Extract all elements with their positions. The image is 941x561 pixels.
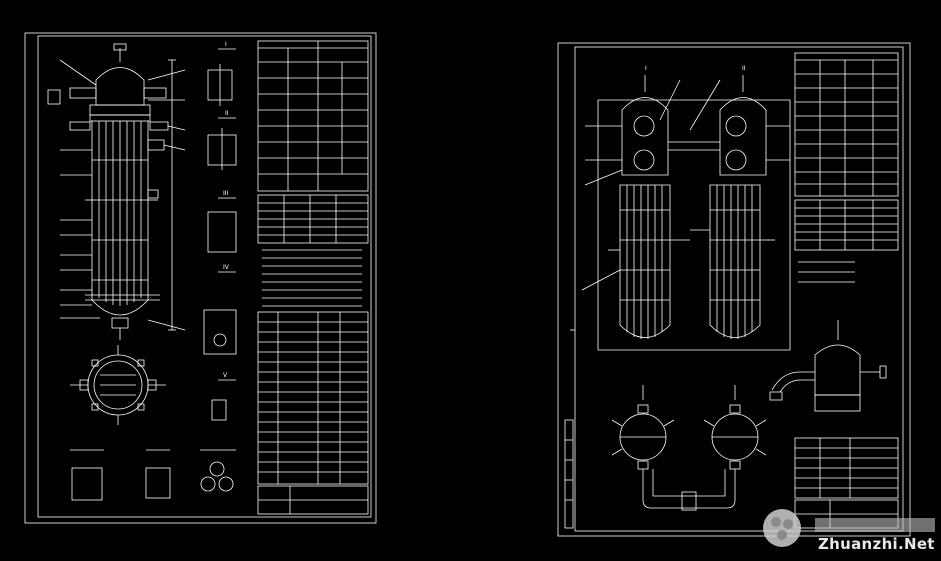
left-sheet-outer-frame xyxy=(24,32,377,524)
right-sheet-outer-frame xyxy=(557,42,911,537)
left-plan-view xyxy=(70,345,166,425)
watermark-text: Zhuanzhi.Net xyxy=(818,535,935,553)
right-spec-tables xyxy=(564,52,899,529)
left-vertical-exchanger xyxy=(47,43,186,340)
section-label-4: IV xyxy=(223,264,230,271)
right-sheet-inner-frame xyxy=(574,46,904,532)
right-bottom-heads xyxy=(611,385,767,511)
section-label-3: III xyxy=(223,190,229,197)
vessel-label-2: II xyxy=(742,65,746,72)
right-drawing-sheet xyxy=(557,42,911,537)
left-sheet-inner-frame xyxy=(37,35,372,518)
section-label-2: II xyxy=(225,110,229,117)
left-section-details xyxy=(203,48,237,421)
right-twin-vessels xyxy=(581,75,791,351)
left-drawing-sheet xyxy=(24,32,377,524)
left-spec-tables xyxy=(257,40,369,515)
right-nozzle-detail xyxy=(769,320,887,412)
watermark-logo xyxy=(763,509,935,547)
left-bottom-details xyxy=(70,449,236,501)
section-label-5: V xyxy=(223,372,228,379)
vessel-label-1: I xyxy=(645,65,647,72)
section-label-1: I xyxy=(225,41,227,48)
